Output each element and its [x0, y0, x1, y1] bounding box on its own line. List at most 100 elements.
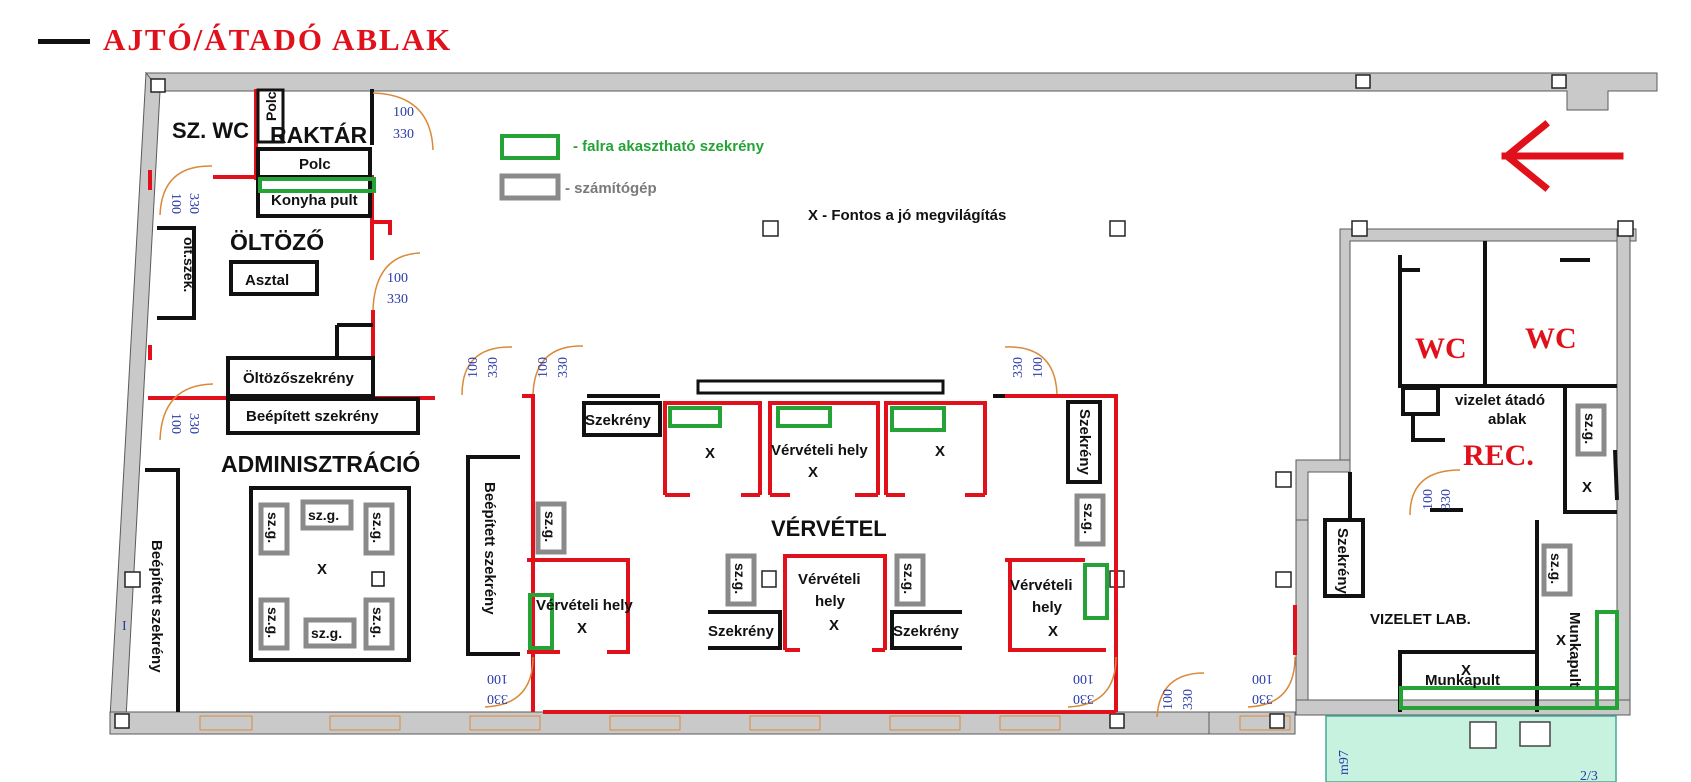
- svg-text:I: I: [122, 619, 127, 634]
- computer-label: sz.g.: [370, 607, 386, 638]
- shelf: [256, 147, 372, 179]
- computer-label: sz.g.: [1081, 503, 1097, 534]
- room-wc-2: WC: [1525, 322, 1577, 355]
- wall-cabinet: [1595, 610, 1619, 710]
- room-oltozo: ÖLTÖZŐ: [230, 228, 324, 255]
- svg-text:100: 100: [487, 671, 508, 686]
- outer-walls: [109, 71, 1658, 735]
- wall-cabinet: [1083, 563, 1109, 620]
- cabinet-vizelet-lab: [1323, 518, 1365, 598]
- pillars: [114, 74, 1634, 729]
- computer: [258, 502, 290, 556]
- computer-label: sz.g.: [732, 563, 748, 594]
- table: [229, 260, 319, 296]
- computer: [363, 502, 395, 556]
- computer-label: sz.g.: [901, 563, 917, 594]
- locker-small-label: ölt.szek.: [181, 237, 197, 292]
- built-in-cabinet: [226, 397, 420, 435]
- lighting-note: X - Fontos a jó megvilágítás: [808, 207, 1006, 224]
- computer-label: sz.g.: [1548, 553, 1564, 584]
- svg-text:330: 330: [486, 357, 501, 378]
- cabinet-bottom-1-label: Szekrény: [708, 623, 775, 640]
- station-label-line-1: Vérvételi: [798, 571, 861, 588]
- computer-label: sz.g.: [265, 607, 281, 638]
- table-label: Asztal: [245, 272, 289, 289]
- wall-cabinet-legend-swatch: [500, 134, 560, 160]
- room-wc-1: WC: [1415, 332, 1467, 365]
- lighting-mark: X: [808, 464, 818, 481]
- computer-legend-text: - számítógép: [565, 180, 657, 197]
- svg-text:100: 100: [1161, 689, 1176, 710]
- sink: [1519, 721, 1551, 747]
- svg-text:100: 100: [393, 105, 414, 120]
- room-raktar: RAKTÁR: [270, 121, 367, 148]
- svg-text:330: 330: [1011, 357, 1026, 378]
- wall-cabinet-legend-text: - falra akasztható szekrény: [573, 138, 765, 155]
- svg-text:100: 100: [1031, 357, 1046, 378]
- station-label: Vérvételi hely: [536, 597, 633, 614]
- pass-through-label-line-2: ablak: [1488, 411, 1527, 428]
- locker-label: Öltözőszekrény: [243, 370, 355, 387]
- lighting-mark: X: [1461, 662, 1471, 679]
- dimension-labels: 100 330 100 330 100 330 100 330 100 330 …: [122, 105, 1454, 710]
- wall-cabinet: [776, 406, 832, 428]
- svg-text:330: 330: [387, 292, 408, 307]
- computer: [535, 501, 567, 555]
- computer: [303, 617, 357, 649]
- svg-text:100: 100: [536, 357, 551, 378]
- svg-text:330: 330: [1073, 691, 1094, 706]
- svg-text:100: 100: [1073, 671, 1094, 686]
- lighting-mark: X: [577, 620, 587, 637]
- computer-label: sz.g.: [1582, 413, 1598, 444]
- kitchen-wall-cabinet: [258, 177, 376, 193]
- svg-text:330: 330: [1252, 691, 1273, 706]
- cabinet-vizelet-lab-label: Szekrény: [1334, 528, 1351, 595]
- station-label-line-2: hely: [815, 593, 846, 610]
- svg-text:100: 100: [168, 193, 183, 214]
- computer-legend-swatch: [499, 173, 561, 201]
- svg-text:330: 330: [1181, 689, 1196, 710]
- cabinet-right: [1066, 400, 1102, 484]
- computer: [300, 499, 354, 531]
- computer: [363, 597, 395, 651]
- shelf-label: Polc: [299, 156, 331, 173]
- station-label-line-2: hely: [1032, 599, 1063, 616]
- wall-cabinet: [528, 593, 554, 650]
- cabinet-bottom-2-label: Szekrény: [893, 623, 960, 640]
- room-vizelet-lab: VIZELET LAB.: [1370, 611, 1471, 628]
- door-legend-swatch: [38, 39, 90, 44]
- computer: [258, 597, 290, 651]
- kitchen-counter-label: Konyha pult: [271, 192, 358, 209]
- computer-label: sz.g.: [311, 625, 342, 641]
- computer-label: sz.g.: [265, 512, 281, 543]
- room-vervetel: VÉRVÉTEL: [771, 516, 887, 541]
- svg-text:330: 330: [1439, 489, 1454, 510]
- cabinet-label: Szekrény: [585, 412, 652, 429]
- cabinet-right-label: Szekrény: [1076, 409, 1093, 476]
- computer: [1575, 403, 1607, 457]
- svg-text:100: 100: [466, 357, 481, 378]
- wall-cabinet: [890, 406, 946, 432]
- station-label-line-1: Vérvételi: [1010, 577, 1073, 594]
- shelf-vertical: [256, 88, 285, 144]
- chair: [371, 571, 385, 587]
- pass-through-window: [1401, 386, 1440, 416]
- built-in-cabinet-mid-label: Beépített szekrény: [481, 482, 498, 615]
- door-swings: [159, 92, 1461, 718]
- door-legend-title: AJTÓ/ÁTADÓ ABLAK: [103, 22, 452, 57]
- computer: [1541, 543, 1573, 597]
- lighting-mark: X: [1582, 479, 1592, 496]
- built-in-cabinet-left-label: Beépített szekrény: [148, 540, 165, 673]
- direction-arrow: [1501, 120, 1624, 192]
- cabinet: [582, 401, 662, 437]
- lighting-mark: X: [1048, 623, 1058, 640]
- svg-text:100: 100: [1421, 489, 1436, 510]
- shelf-vertical-label: Polc: [263, 91, 279, 121]
- svg-text:330: 330: [393, 127, 414, 142]
- partial-dimension: m97: [1337, 750, 1352, 775]
- computer: [725, 553, 757, 607]
- svg-text:100: 100: [1252, 671, 1273, 686]
- pass-through-label-line-1: vizelet átadó: [1455, 392, 1545, 409]
- partial-fraction: 2/3: [1580, 769, 1598, 782]
